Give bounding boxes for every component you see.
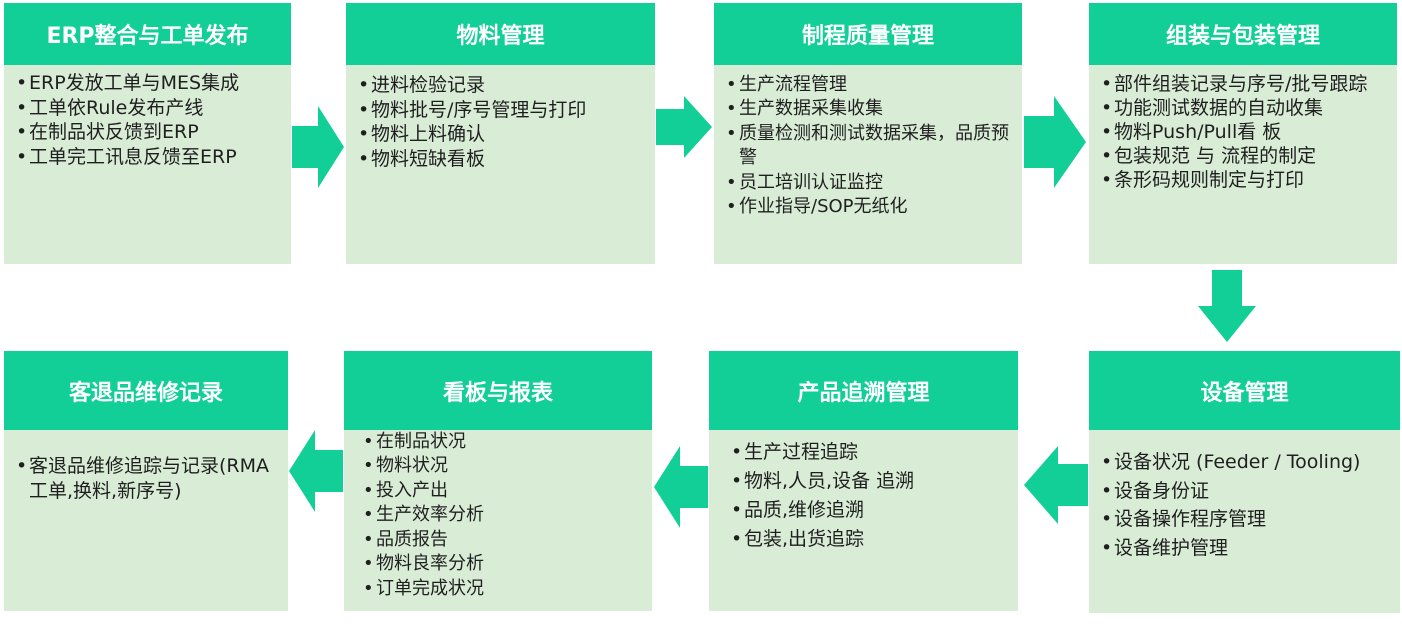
list-item: 品质,维修追溯 xyxy=(731,496,1012,525)
list-item: 投入产出 xyxy=(363,479,646,504)
card-body: ERP发放工单与MES集成 工单依Rule发布产线 在制品状反馈到ERP 工单完… xyxy=(4,65,291,264)
card-body: 在制品状况 物料状况 投入产出 生产效率分析 品质报告 物料良率分析 订单完成状… xyxy=(344,430,652,611)
arrow-shape xyxy=(656,96,712,158)
list-item: 生产效率分析 xyxy=(363,503,646,528)
arrow-shape xyxy=(654,446,708,528)
card-title: 组装与包装管理 xyxy=(1089,3,1397,65)
arrow-shape xyxy=(1024,96,1086,188)
card-title: 客退品维修记录 xyxy=(4,351,288,430)
list-item: 设备身份证 xyxy=(1101,477,1394,506)
list-item: 质量检测和测试数据采集，品质预警 xyxy=(726,122,1016,171)
left-arrow-icon xyxy=(1024,446,1088,524)
card-equipment-management: 设备管理 设备状况 (Feeder / Tooling) 设备身份证 设备操作程… xyxy=(1089,351,1400,613)
card-kanban-reports: 看板与报表 在制品状况 物料状况 投入产出 生产效率分析 品质报告 物料良率分析… xyxy=(344,351,652,611)
list-item: 作业指导/SOP无纸化 xyxy=(726,195,1016,220)
arrow-shape xyxy=(292,106,344,188)
arrow-shape xyxy=(289,430,343,512)
card-product-traceability: 产品追溯管理 生产过程追踪 物料,人员,设备 追溯 品质,维修追溯 包装,出货追… xyxy=(709,351,1018,611)
list-item: 在制品状反馈到ERP xyxy=(16,120,285,145)
card-body: 部件组装记录与序号/批号跟踪 功能测试数据的自动收集 物料Push/Pull看 … xyxy=(1089,65,1397,264)
list-item: 生产数据采集收集 xyxy=(726,97,1016,122)
card-erp-integration: ERP整合与工单发布 ERP发放工单与MES集成 工单依Rule发布产线 在制品… xyxy=(4,3,291,264)
card-material-management: 物料管理 进料检验记录 物料批号/序号管理与打印 物料上料确认 物料短缺看板 xyxy=(346,3,655,264)
list-item: 设备状况 (Feeder / Tooling) xyxy=(1101,448,1394,477)
down-arrow-icon xyxy=(1198,270,1256,342)
left-arrow-icon xyxy=(289,430,343,512)
list-item: 部件组装记录与序号/批号跟踪 xyxy=(1101,73,1391,97)
list-item: 物料批号/序号管理与打印 xyxy=(358,98,649,123)
card-title: 产品追溯管理 xyxy=(709,351,1018,430)
list-item: 进料检验记录 xyxy=(358,73,649,98)
right-arrow-icon xyxy=(1024,96,1086,188)
card-title: 物料管理 xyxy=(346,3,655,65)
card-body: 设备状况 (Feeder / Tooling) 设备身份证 设备操作程序管理 设… xyxy=(1089,430,1400,613)
left-arrow-icon xyxy=(654,446,708,528)
arrow-shape xyxy=(1024,446,1088,524)
list-item: 工单完工讯息反馈至ERP xyxy=(16,145,285,170)
list-item: 员工培训认证监控 xyxy=(726,171,1016,196)
list-item: ERP发放工单与MES集成 xyxy=(16,71,285,96)
card-title: 制程质量管理 xyxy=(714,3,1022,65)
list-item: 物料良率分析 xyxy=(363,552,646,577)
list-item: 功能测试数据的自动收集 xyxy=(1101,97,1391,121)
list-item: 物料短缺看板 xyxy=(358,147,649,172)
list-item: 包装规范 与 流程的制定 xyxy=(1101,145,1391,169)
list-item: 品质报告 xyxy=(363,528,646,553)
list-item: 设备维护管理 xyxy=(1101,534,1394,563)
list-item: 物料状况 xyxy=(363,454,646,479)
list-item: 物料上料确认 xyxy=(358,122,649,147)
list-item: 包装,出货追踪 xyxy=(731,525,1012,554)
right-arrow-icon xyxy=(656,96,712,158)
card-assembly-packaging: 组装与包装管理 部件组装记录与序号/批号跟踪 功能测试数据的自动收集 物料Pus… xyxy=(1089,3,1397,264)
arrow-shape xyxy=(1198,270,1256,342)
list-item: 设备操作程序管理 xyxy=(1101,505,1394,534)
card-process-quality: 制程质量管理 生产流程管理 生产数据采集收集 质量检测和测试数据采集，品质预警 … xyxy=(714,3,1022,264)
list-item: 生产流程管理 xyxy=(726,73,1016,98)
list-item: 在制品状况 xyxy=(363,430,646,455)
card-body: 生产流程管理 生产数据采集收集 质量检测和测试数据采集，品质预警 员工培训认证监… xyxy=(714,65,1022,264)
list-item: 条形码规则制定与打印 xyxy=(1101,169,1391,193)
card-title: ERP整合与工单发布 xyxy=(4,3,291,65)
list-item: 客退品维修追踪与记录(RMA工单,换料,新序号) xyxy=(16,454,282,503)
list-item: 工单依Rule发布产线 xyxy=(16,96,285,121)
card-body: 客退品维修追踪与记录(RMA工单,换料,新序号) xyxy=(4,430,288,611)
list-item: 订单完成状况 xyxy=(363,577,646,602)
card-title: 看板与报表 xyxy=(344,351,652,430)
list-item: 物料,人员,设备 追溯 xyxy=(731,467,1012,496)
card-body: 进料检验记录 物料批号/序号管理与打印 物料上料确认 物料短缺看板 xyxy=(346,65,655,264)
right-arrow-icon xyxy=(292,106,344,188)
card-customer-return-repair: 客退品维修记录 客退品维修追踪与记录(RMA工单,换料,新序号) xyxy=(4,351,288,611)
list-item: 物料Push/Pull看 板 xyxy=(1101,121,1391,145)
card-body: 生产过程追踪 物料,人员,设备 追溯 品质,维修追溯 包装,出货追踪 xyxy=(709,430,1018,611)
card-title: 设备管理 xyxy=(1089,351,1400,430)
list-item: 生产过程追踪 xyxy=(731,438,1012,467)
